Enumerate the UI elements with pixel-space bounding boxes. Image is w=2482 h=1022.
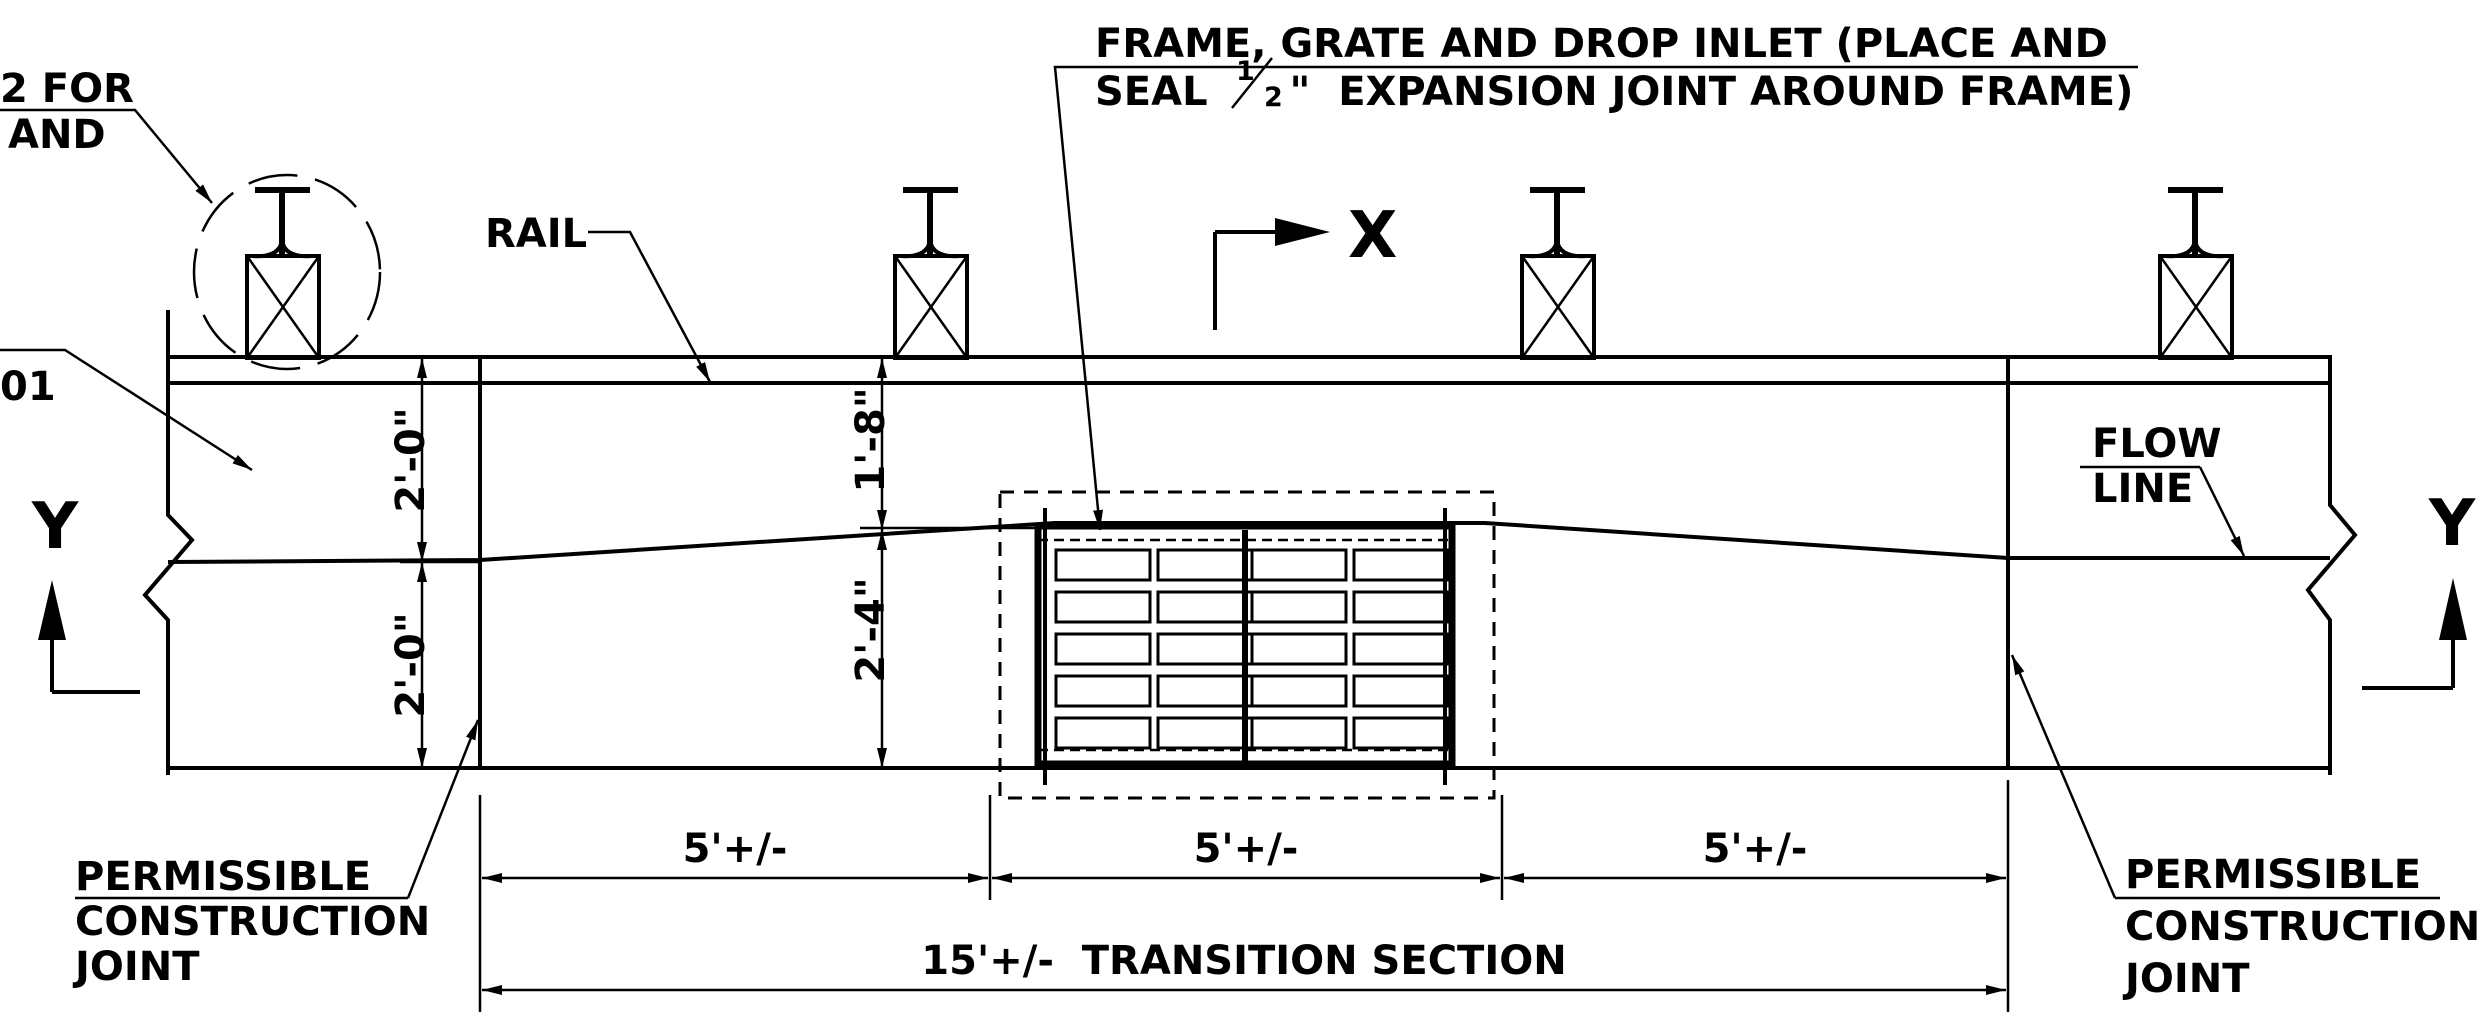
section-x-label: X: [1348, 199, 1397, 273]
grate-slots: [1054, 548, 1450, 750]
section-marker-x: [1213, 218, 1330, 330]
dim-mid-lower: 2'-4": [848, 577, 894, 682]
rail-post-1: [245, 187, 321, 360]
grate-slot: [1352, 590, 1450, 624]
grate-slot: [1054, 716, 1152, 750]
frame-note-line-1: FRAME, GRATE AND DROP INLET (PLACE AND: [1095, 21, 2108, 67]
perm-joint-left-2: CONSTRUCTION: [75, 899, 430, 945]
grate-slot: [1250, 674, 1348, 708]
grate-slot: [1250, 548, 1348, 582]
dim-seg-1: 5'+/-: [683, 826, 788, 872]
grate-slot: [1352, 674, 1450, 708]
grate-slot: [1352, 548, 1450, 582]
dim-seg-2: 5'+/-: [1194, 826, 1299, 872]
grate-slot: [1156, 674, 1254, 708]
left-note-line-2: AND: [8, 112, 106, 158]
section-y-left-label: Y: [31, 490, 79, 564]
frame-note-line-2: SEAL " EXPANSION JOINT AROUND FRAME): [1095, 69, 2133, 115]
horizontal-dimensions: [478, 780, 2010, 1012]
vertical-dimensions: [400, 358, 1040, 768]
perm-joint-right-1: PERMISSIBLE: [2125, 852, 2421, 898]
rail-post-4: [2158, 187, 2234, 360]
grate-slot: [1054, 674, 1152, 708]
grate-slot: [1352, 716, 1450, 750]
perm-joint-right-2: CONSTRUCTION: [2125, 904, 2480, 950]
dim-left-upper: 2'-0": [388, 407, 434, 512]
svg-text:1: 1: [1236, 56, 1255, 87]
rail-leader: [588, 230, 712, 383]
dim-total: 15'+/- TRANSITION SECTION: [921, 938, 1566, 984]
section-marker-y-right: [2362, 578, 2467, 690]
grate-slot: [1250, 590, 1348, 624]
slab-outline: [142, 310, 2358, 775]
grate-slot: [1054, 590, 1152, 624]
section-y-right-label: Y: [2428, 487, 2476, 561]
left-note-line-1: 2 FOR: [0, 66, 134, 112]
dim-left-lower: 2'-0": [388, 612, 434, 717]
grate-slot: [1054, 632, 1152, 666]
flow-line-label-2: LINE: [2092, 466, 2193, 512]
perm-joint-right-3: JOINT: [2122, 956, 2250, 1002]
grate-slot: [1054, 548, 1152, 582]
flow-line-label-1: FLOW: [2092, 421, 2222, 467]
perm-joint-left-3: JOINT: [72, 944, 200, 990]
frame-note-leader: [1053, 65, 1104, 531]
left-ref-leader: [0, 348, 253, 472]
grate-slot: [1156, 632, 1254, 666]
drop-inlet-frame: [998, 490, 1496, 800]
rail-label: RAIL: [485, 211, 587, 257]
grate-slot: [1156, 590, 1254, 624]
svg-text:2: 2: [1264, 82, 1283, 113]
rail-post-2: [893, 187, 969, 360]
perm-joint-right-leader: [2010, 654, 2117, 899]
left-note-leader: [0, 108, 213, 204]
grate-slot: [1250, 632, 1348, 666]
grate-slot: [1156, 716, 1254, 750]
flow-line-leader: [2198, 466, 2246, 557]
dim-seg-3: 5'+/-: [1703, 826, 1808, 872]
dim-mid-upper: 1'-8": [848, 387, 894, 492]
left-ref-label: 01: [0, 364, 56, 410]
grate-slot: [1156, 548, 1254, 582]
detail-callout-circle: [192, 173, 382, 371]
grate-slot: [1250, 716, 1348, 750]
grate-slot: [1352, 632, 1450, 666]
rail-post-3: [1520, 187, 1596, 360]
perm-joint-left-leader: [406, 719, 480, 899]
section-marker-y-left: [38, 580, 140, 694]
perm-joint-left-1: PERMISSIBLE: [75, 854, 371, 900]
